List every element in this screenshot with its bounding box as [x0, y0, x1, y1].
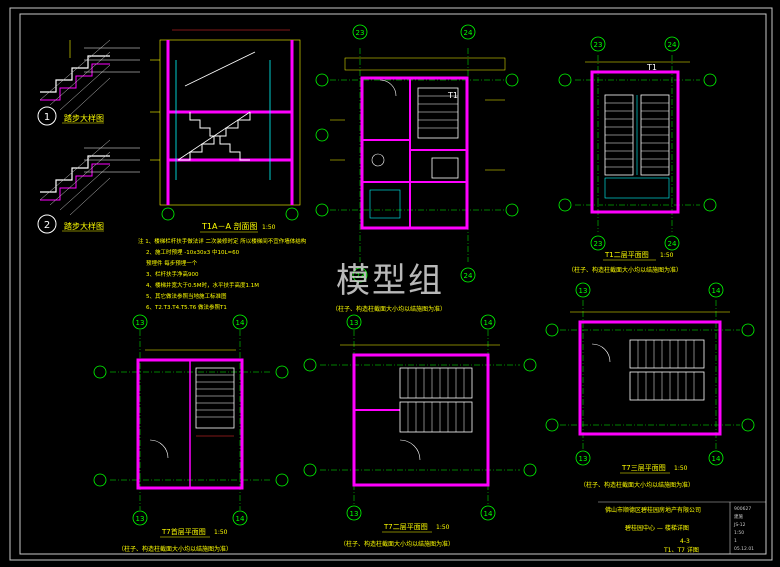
axis-label: 23 [594, 240, 603, 248]
axis-bubble [708, 282, 724, 298]
axis-bubble [460, 267, 476, 283]
axis-bubble [232, 314, 248, 330]
detail-2-marker [37, 214, 57, 234]
watermark: 模型组 [336, 261, 444, 301]
section-scale: 1:50 [262, 224, 276, 231]
axis-label: 14 [484, 319, 493, 327]
t7-third-label: T7三层平面图 [621, 464, 666, 472]
detail-1-marker [37, 106, 57, 126]
axis-label: 14 [236, 515, 245, 523]
axis-bubble [352, 24, 368, 40]
sheet-number: 4-3 [680, 538, 690, 545]
section-t1a-a: T1A－A 剖面图 1:50 [150, 29, 301, 233]
axis-bubble [480, 314, 496, 330]
title-block-field: 05.12.01 [734, 546, 754, 552]
tread-detail-2: 2 踏步大样图 [37, 139, 140, 234]
axis-bubble [590, 235, 606, 251]
detail-1-number: 1 [44, 112, 50, 123]
title-block-field: 1 [734, 538, 737, 544]
t7-second-caption: （柱子、构造柱截面大小均以结施图为准） [340, 540, 454, 548]
axis-label: 13 [136, 515, 145, 523]
section-title: T1A－A 剖面图 [201, 221, 257, 231]
sheet-inner-frame [19, 13, 767, 555]
axis-bubble [708, 450, 724, 466]
title-block-field: JS-12 [733, 522, 746, 528]
axis-label: 14 [712, 287, 721, 295]
axis-label: 13 [350, 510, 359, 518]
axis-bubble [664, 36, 680, 52]
axis-label: 13 [136, 319, 145, 327]
axis-bubble [460, 24, 476, 40]
plan-t1-first-floor: T1 23 24 23 24 （柱子、构造柱截面大小均以结施图为准） [315, 24, 519, 313]
note-line: 预埋件 每步预埋一个 [146, 259, 198, 267]
detail-1-label: 踏步大样图 [64, 113, 104, 123]
axis-label: 23 [356, 272, 365, 280]
note-line: 2、施工时预埋 -10x30x3 中10L=60 [146, 248, 240, 256]
axis-bubble [346, 505, 362, 521]
plan-t7-second-floor: 13 14 13 14 T7二层平面图 1:50 （柱子、构造柱截面大小均以结施… [303, 314, 537, 548]
company-name: 佛山市顺德区碧桂园房地产有限公司 [605, 506, 701, 514]
t7-first-label: T7首层平面图 [161, 527, 206, 536]
note-line: 6、T2.T3.T4.T5.T6 做法参照T1 [146, 303, 227, 311]
t7-second-label: T7二层平面图 [383, 523, 428, 531]
axis-label: 13 [350, 319, 359, 327]
tread-detail-1: 1 踏步大样图 [37, 39, 140, 126]
detail-2-label: 踏步大样图 [64, 221, 104, 231]
t7-second-scale: 1:50 [436, 524, 450, 531]
plan-t7-first-floor: 13 14 13 14 T7首层平面图 1:50 （柱子、构造柱截面大小均以结施… [93, 314, 289, 553]
drawing-name: T1、T7 详图 [663, 546, 699, 554]
t1-second-scale: 1:50 [660, 252, 674, 259]
axis-label: 23 [594, 41, 603, 49]
plan-t1-second-floor: T1 23 24 23 24 T1二层平面图 1:50 （柱子、构造柱截面大小均… [558, 36, 717, 274]
title-block-field: 建施 [734, 513, 743, 520]
project-name: 碧桂园中心 — 楼梯详图 [625, 524, 689, 532]
t1-second-label: T1二层平面图 [604, 251, 649, 259]
axis-label: 13 [579, 455, 588, 463]
axis-bubble [132, 314, 148, 330]
general-notes: 注 1、楼梯栏杆扶手做法详 二次装修时定 所以楼梯间不宜作墙体结构 2、施工时预… [138, 237, 307, 311]
axis-bubble [575, 282, 591, 298]
axis-bubble [232, 510, 248, 526]
t1-first-title: T1 [447, 91, 458, 100]
axis-label: 23 [356, 29, 365, 37]
axis-bubble [346, 314, 362, 330]
axis-label: 14 [236, 319, 245, 327]
t7-third-caption: （柱子、构造柱截面大小均以结施图为准） [580, 481, 694, 489]
t7-third-scale: 1:50 [674, 465, 688, 472]
axis-label: 24 [668, 240, 677, 248]
t7-first-scale: 1:50 [214, 529, 228, 536]
axis-label: 13 [579, 287, 588, 295]
axis-label: 24 [668, 41, 677, 49]
axis-label: 24 [464, 29, 473, 37]
t1-second-caption: （柱子、构造柱截面大小均以结施图为准） [568, 266, 682, 274]
title-block-field: 900627 [734, 506, 751, 512]
plan-t7-third-floor: 13 14 13 14 T7三层平面图 1:50 （柱子、构造柱截面大小均以结施… [545, 282, 755, 489]
note-line: 5、其它做法参照当地施工标准图 [146, 292, 227, 300]
note-line: 3、栏杆扶手净高900 [146, 270, 199, 278]
axis-bubble [132, 510, 148, 526]
title-block-field: 1:50 [734, 530, 744, 536]
note-line: 4、楼梯井宽大于0.5M时，水平扶手高度1.1M [146, 281, 259, 289]
axis-bubble [664, 235, 680, 251]
axis-label: 14 [712, 455, 721, 463]
sheet-outer-frame [9, 7, 773, 561]
axis-label: 24 [464, 272, 473, 280]
axis-bubble [575, 450, 591, 466]
axis-bubble [480, 505, 496, 521]
axis-label: 14 [484, 510, 493, 518]
t1-second-title: T1 [646, 63, 657, 72]
title-block: 佛山市顺德区碧桂园房地产有限公司 碧桂园中心 — 楼梯详图 4-3 T1、T7 … [598, 501, 766, 554]
detail-2-number: 2 [44, 220, 50, 231]
note-line: 注 1、楼梯栏杆扶手做法详 二次装修时定 所以楼梯间不宜作墙体结构 [138, 237, 307, 245]
t7-first-caption: （柱子、构造柱截面大小均以结施图为准） [118, 545, 232, 553]
t1-first-caption: （柱子、构造柱截面大小均以结施图为准） [332, 305, 446, 313]
axis-bubble [352, 267, 368, 283]
axis-bubble [590, 36, 606, 52]
